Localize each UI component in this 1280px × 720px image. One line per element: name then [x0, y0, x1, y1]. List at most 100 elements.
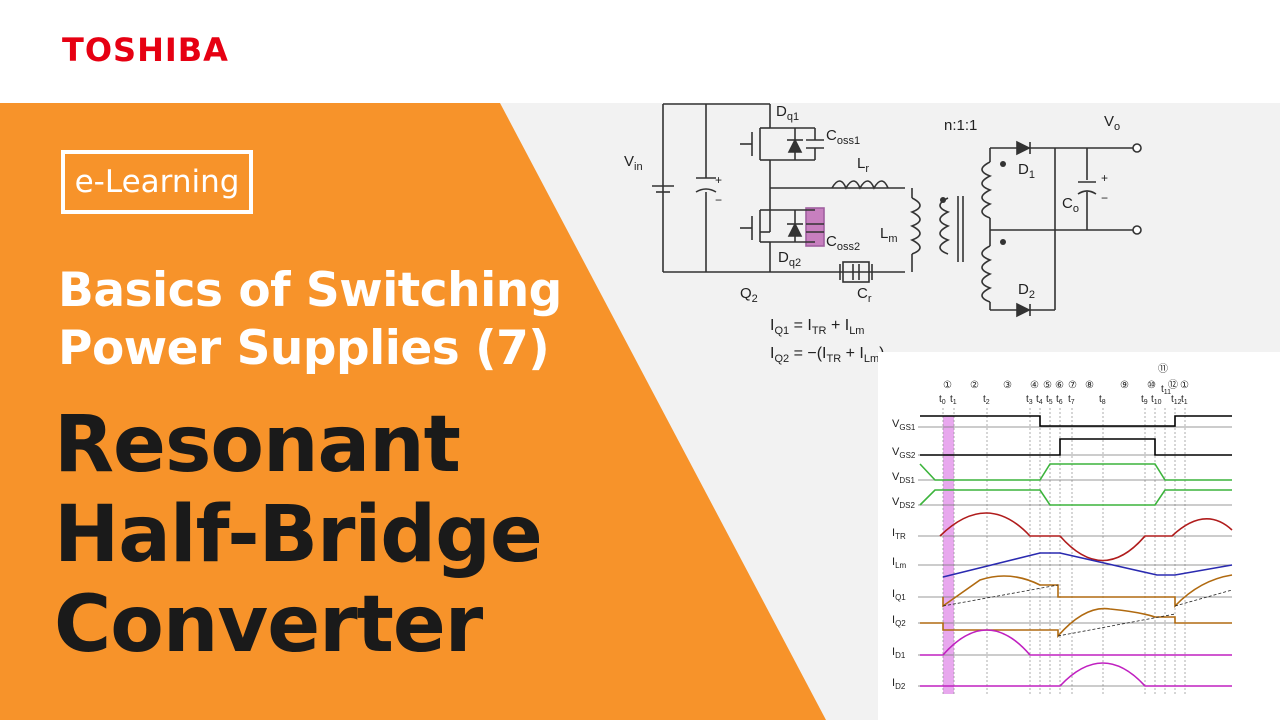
- lr-label: Lr: [857, 155, 869, 175]
- orange-banner: [0, 103, 1280, 720]
- signal-label: VGS1: [892, 418, 916, 432]
- svg-text:−: −: [1101, 191, 1108, 205]
- cr-label: Cr: [857, 285, 872, 305]
- title-line-3: Converter: [54, 580, 483, 670]
- time-label: t3: [1026, 394, 1033, 406]
- e-learning-label: e-Learning: [74, 164, 240, 200]
- transformer-secondary-2-icon: [981, 245, 992, 303]
- svg-text:−: −: [715, 193, 722, 207]
- dq1-label: Dq1: [776, 103, 799, 123]
- time-label: t4: [1036, 394, 1043, 406]
- signal-label: VGS2: [892, 446, 916, 460]
- time-label: t7: [1068, 394, 1075, 406]
- signal-label: VDS2: [892, 496, 915, 510]
- cr-capacitor-icon: [842, 261, 870, 283]
- time-label: t8: [1099, 394, 1106, 406]
- interval-label: ③: [1003, 380, 1012, 391]
- lr-inductor-icon: [831, 180, 889, 190]
- svg-text:+: +: [715, 173, 722, 187]
- d1-label: D1: [1018, 161, 1035, 181]
- interval-label: ⑪: [1158, 363, 1168, 375]
- waveform-iq1-dashed: [942, 584, 1233, 607]
- waveform-id2: [920, 662, 1232, 687]
- title-line-2: Half-Bridge: [54, 490, 543, 580]
- d2-label: D2: [1018, 281, 1035, 301]
- lesson-title: Resonant Half-Bridge Converter: [54, 400, 674, 670]
- time-label: t10: [1151, 394, 1162, 406]
- top-bar: TOSHIBA: [0, 0, 1280, 103]
- waveform-itr: [939, 512, 1233, 562]
- lm-inductor-icon: [910, 197, 921, 255]
- dq2-diode-icon: [787, 222, 803, 237]
- signal-label: IQ1: [892, 588, 906, 602]
- time-label: t1: [1181, 394, 1188, 406]
- toshiba-logo: TOSHIBA: [62, 31, 229, 69]
- interval-label: ⑤: [1043, 380, 1052, 391]
- waveform-id1: [920, 629, 1232, 656]
- subtitle-line-1: Basics of Switching: [58, 263, 562, 318]
- time-label: t1: [950, 394, 957, 406]
- turns-ratio-label: n:1:1: [944, 117, 977, 134]
- waveforms: [919, 415, 1233, 687]
- interval-label: ①: [943, 380, 952, 391]
- current-equations: IQ1 = ITR + ILm IQ2 = −(ITR + ILm): [770, 317, 884, 365]
- waveform-vds1: [919, 463, 1232, 481]
- transformer-primary-icon: [939, 197, 950, 255]
- interval-label: ⑩: [1147, 380, 1156, 391]
- interval-label: ⑥: [1055, 380, 1064, 391]
- interval-label: ⑨: [1120, 380, 1129, 391]
- svg-text:+: +: [1101, 171, 1108, 185]
- half-bridge-circuit: [652, 103, 1142, 318]
- signal-label: ITR: [892, 527, 906, 541]
- series-subtitle: Basics of Switching Power Supplies (7): [58, 262, 618, 378]
- time-label: t9: [1141, 394, 1148, 406]
- time-label: t5: [1046, 394, 1053, 406]
- lm-label: Lm: [880, 225, 898, 245]
- time-label: t12: [1171, 394, 1182, 406]
- coss1-label: Coss1: [826, 127, 860, 147]
- interval-label: ⑧: [1085, 380, 1094, 391]
- time-label: t0: [939, 394, 946, 406]
- interval-label: ④: [1030, 380, 1039, 391]
- signal-label: ID1: [892, 646, 906, 660]
- signal-label: ILm: [892, 556, 907, 570]
- e-learning-badge: e-Learning: [61, 150, 253, 214]
- vo-label: Vo: [1104, 113, 1120, 133]
- d2-diode-icon: [1016, 302, 1031, 318]
- interval-label: ⑫: [1168, 379, 1178, 391]
- interval-label: ⑦: [1068, 380, 1077, 391]
- signal-label: IQ2: [892, 614, 906, 628]
- d1-diode-icon: [1016, 140, 1031, 156]
- waveform-vgs2: [920, 438, 1232, 456]
- co-label: Co: [1062, 195, 1079, 215]
- waveform-iq1: [942, 574, 1233, 608]
- time-label: t2: [983, 394, 990, 406]
- winding-dots: [940, 161, 1006, 245]
- equation-iq1: IQ1 = ITR + ILm: [770, 317, 864, 337]
- signal-label: VDS1: [892, 471, 915, 485]
- interval-label: ②: [970, 380, 979, 391]
- dq2-label: Dq2: [778, 249, 801, 269]
- subtitle-line-2: Power Supplies (7): [58, 321, 550, 376]
- vin-label: Vin: [624, 153, 643, 173]
- waveform-vds2: [919, 489, 1232, 506]
- waveform-ilm: [942, 552, 1233, 578]
- circuit-labels: Vin + − Dq1 Coss1 Coss2 Dq2 Q2 Lr Lm Cr …: [624, 103, 1120, 305]
- q2-label: Q2: [740, 285, 758, 305]
- equation-iq2: IQ2 = −(ITR + ILm): [770, 345, 884, 365]
- coss2-highlight: [805, 207, 825, 247]
- time-label: t11: [1161, 384, 1171, 396]
- transformer-secondary-1-icon: [981, 161, 992, 219]
- dq1-diode-icon: [787, 138, 803, 153]
- interval-label: ①: [1180, 380, 1189, 391]
- signal-label: ID2: [892, 677, 906, 691]
- coss2-label: Coss2: [826, 233, 860, 253]
- waveform-vgs1: [920, 415, 1232, 427]
- time-label: t6: [1056, 394, 1063, 406]
- interval-1-highlight: [943, 416, 954, 694]
- title-line-1: Resonant: [54, 400, 461, 490]
